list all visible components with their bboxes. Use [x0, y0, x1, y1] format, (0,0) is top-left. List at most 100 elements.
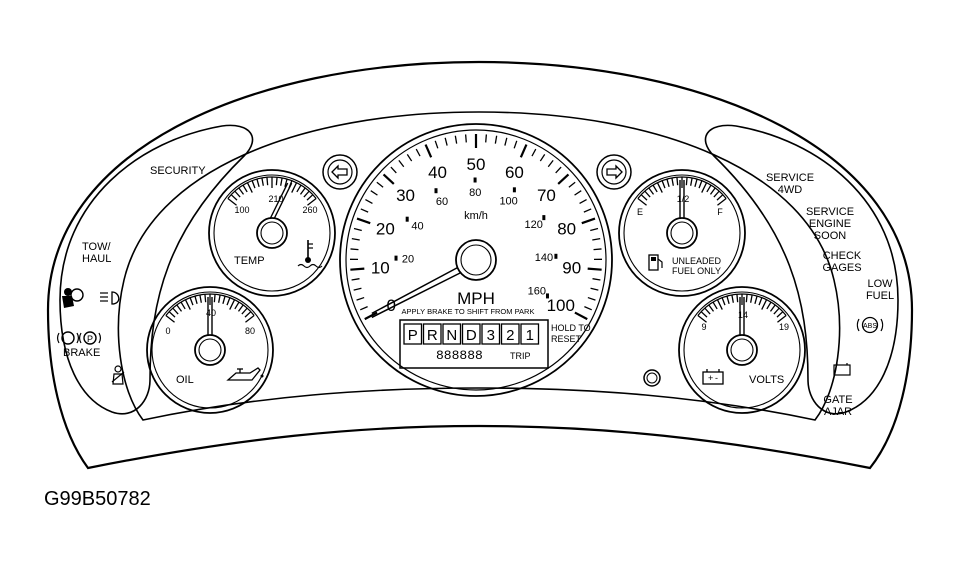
fuel-tick: [706, 184, 712, 193]
temp-tick: [284, 178, 288, 187]
speedo-mph-label: 80: [557, 219, 576, 238]
oil-outer-ring: [146, 286, 274, 414]
speedo-hub: [455, 239, 497, 281]
temp-scale-arc: [227, 176, 317, 199]
speedo-mph-tick: [587, 267, 602, 271]
speedo-kmh-label: 120: [524, 219, 542, 231]
speedometer-unit: MPH: [457, 289, 495, 308]
prndl-gear-box: [422, 323, 442, 345]
fuel-tick: [637, 198, 647, 206]
speedo-needle: [371, 261, 469, 315]
temp-tick: [261, 177, 264, 186]
speedo-mph-tick: [434, 140, 439, 149]
speedo-kmh-tick: [394, 255, 398, 261]
volt-tick: [708, 304, 715, 312]
kmh-unit-label: km/h: [464, 210, 488, 222]
volt-tick: [761, 299, 768, 310]
fuel-tick: [713, 190, 720, 198]
oil-tick: [184, 299, 191, 310]
fuel-tick: [701, 182, 708, 193]
speedo-mph-tick: [376, 181, 384, 188]
fuel-tick: [716, 194, 724, 201]
speedo-mph-label: 30: [396, 186, 415, 205]
fuel-scale-arc: [637, 176, 727, 199]
speedo-kmh-label: 80: [469, 187, 481, 199]
fuel-tick: [661, 180, 666, 189]
temp-tick: [238, 187, 245, 195]
oil-gauge-label: OIL: [176, 374, 194, 386]
oil-tick: [168, 311, 176, 318]
oil-tick: [176, 304, 183, 312]
volt-tick: [754, 295, 758, 304]
fuel-outer-ring: [618, 169, 746, 297]
speedo-mph-tick: [513, 140, 518, 149]
fuel-inner-ring: [623, 174, 741, 292]
volt-tick: [731, 294, 734, 303]
cluster-bezel-outer: [46, 60, 914, 470]
speedo-kmh-tick: [542, 215, 546, 221]
temp-tick: [256, 178, 260, 187]
speedo-mph-tick: [531, 148, 537, 157]
speedo-kmh-tick: [512, 187, 516, 193]
volt-hub-inner: [730, 338, 754, 362]
fuel-tick: [648, 187, 655, 195]
oil-tick: [226, 297, 231, 306]
temp-inner-ring: [213, 174, 331, 292]
speedo-mph-tick: [574, 311, 588, 321]
speedo-mph-tick: [370, 190, 378, 196]
volt-tick: [776, 311, 784, 318]
oil-tick: [229, 299, 236, 310]
oil-tick: [213, 294, 216, 303]
speedo-mph-tick: [592, 278, 601, 281]
temp-tick: [280, 177, 283, 186]
speedo-mph-tick: [351, 278, 360, 281]
oil-tick: [218, 294, 221, 303]
volt-scale-label: 14: [738, 310, 748, 320]
right-indicator-window: [704, 124, 899, 415]
fuel-tick: [685, 177, 688, 186]
temp-tick: [291, 182, 298, 193]
speedo-mph-label: 100: [547, 296, 575, 315]
speedo-mph-tick: [365, 199, 373, 205]
temp-scale-label: 210: [268, 194, 283, 204]
speedo-kmh-label: 140: [535, 252, 553, 264]
speedo-kmh-tick: [434, 188, 438, 194]
oil-tick: [244, 311, 252, 318]
speedo-mph-tick: [454, 135, 458, 144]
speedo-mph-tick: [590, 287, 599, 291]
brake-p-icon: P: [79, 331, 101, 345]
temp-tick: [299, 187, 306, 195]
low-fuel-line1: LOW: [867, 278, 893, 290]
service-engine-soon-line1: SERVICE: [806, 206, 854, 218]
fuel-pump-icon: [648, 254, 663, 271]
speedo-mph-tick: [415, 148, 421, 157]
volt-scale-label: 9: [701, 322, 706, 332]
prndl-gear-label: 2: [506, 327, 514, 344]
check-gages-line2: GAGES: [822, 262, 861, 274]
volt-tick: [769, 304, 776, 312]
tow-haul-indicator-line1: TOW/: [82, 241, 111, 253]
prndl-gear-label: 3: [487, 327, 495, 344]
oil-scale-label: 0: [165, 326, 170, 336]
speedo-mph-tick: [485, 134, 488, 143]
prndl-display-frame: [399, 319, 549, 369]
speedo-mph-tick: [350, 248, 359, 251]
fuel-tick: [709, 187, 716, 195]
left-turn-signal-icon: [322, 154, 358, 190]
speedo-mph-tick: [356, 296, 365, 301]
high-beam-icon: [100, 291, 120, 305]
volt-tick: [704, 307, 711, 315]
brake-indicator: BRAKE: [63, 347, 100, 359]
trip-reset-knob[interactable]: [643, 369, 661, 387]
abs-icon: ABS: [856, 316, 884, 334]
odometer-readout: 888888: [436, 348, 483, 363]
security-indicator: SECURITY: [150, 165, 206, 177]
coolant-temp-icon: [297, 240, 323, 269]
speedo-mph-tick: [579, 199, 587, 205]
service-engine-soon-line3: SOON: [814, 230, 846, 242]
battery-icon: + -: [702, 369, 724, 385]
fuel-tick: [676, 177, 679, 186]
